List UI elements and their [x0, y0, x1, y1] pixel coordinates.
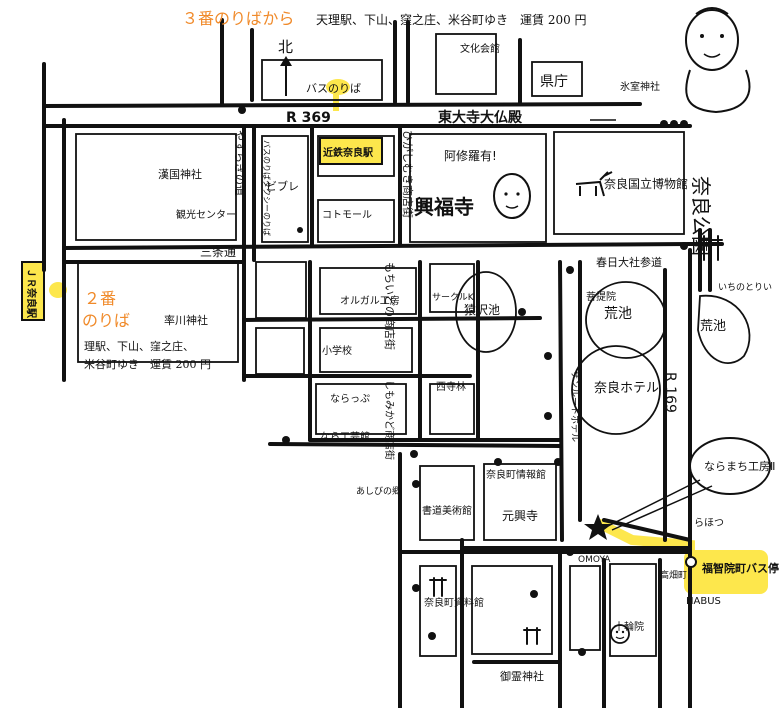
- torii-icons: [429, 235, 723, 645]
- stop2-destinations-line2: 米谷町ゆき 運賃 200 円: [84, 357, 211, 371]
- kotomall-label: コトモール: [322, 210, 372, 221]
- rahotsu-label: らほつ: [694, 517, 724, 529]
- naramachi-shiryo-label: 奈良町資料館: [424, 596, 484, 609]
- sanneido-label: サンルートホテル: [569, 370, 580, 442]
- bus-stop-top-label: バスのりば: [306, 82, 361, 95]
- gangoji-label: 元興寺: [502, 509, 538, 523]
- north-label: 北: [278, 38, 293, 56]
- yasuragi-label: やすらぎの道: [233, 130, 247, 196]
- smiling-face-icon: [610, 624, 630, 644]
- nara-hotel-ring: [571, 345, 661, 435]
- deer-icon: [575, 171, 613, 197]
- shodo-label: 書道美術館: [422, 504, 472, 517]
- sarusawa-pond: [455, 271, 517, 353]
- yasui-label: 率川神社: [164, 313, 208, 327]
- circle-k-label: サークルK: [432, 292, 475, 303]
- naramachi-koubou-callout: [607, 437, 771, 531]
- narakougei-label: なら工芸館: [320, 430, 370, 443]
- gakko-label: 小学校: [322, 344, 352, 357]
- ashura-label: 阿修羅有!: [444, 148, 497, 163]
- stop2-title-line2: のりば: [82, 311, 130, 330]
- jr-station-box: [21, 261, 45, 321]
- kosen-label: 高畑町: [660, 569, 687, 581]
- ara-pond-left: [585, 281, 667, 359]
- nara-park-label: 奈良公園: [689, 176, 713, 256]
- bunka-label: 文化会館: [460, 42, 500, 55]
- header-destinations: 天理駅、下山、窪之庄、米谷町ゆき 運賃 200 円: [316, 12, 587, 27]
- route-369-label: R 369: [286, 110, 331, 126]
- star-icon: [584, 514, 612, 540]
- ara-ike-label: 荒池: [604, 306, 632, 322]
- ara-ike-right-label: 荒池: [700, 319, 726, 334]
- habus-label: HABUS: [686, 596, 721, 607]
- fukuchiin-stop-label: 福智院町バス停: [701, 561, 779, 575]
- mochiidono-label: もちいどの商店街: [383, 262, 397, 350]
- bus-stop-pin-icon: [685, 556, 697, 582]
- higashimuki-label: ひがしむき商店街: [401, 130, 415, 218]
- ashura-face-icon: [493, 173, 531, 219]
- kankoku-label: 漢国神社: [158, 167, 202, 181]
- ichinotorii-label: いちのとりい: [718, 282, 772, 293]
- nara-hotel-label: 奈良ホテル: [594, 380, 659, 396]
- kintetsu-bus-label: バスのりばタクシーのりば: [262, 140, 271, 236]
- kenchou-label: 県庁: [540, 74, 568, 90]
- omoya-label: OMOYA: [578, 555, 611, 565]
- oshokudo-label: ならっぷ: [330, 393, 370, 405]
- juurin-label: 十輪院: [614, 620, 644, 633]
- sarusawa-label: 猿沢池: [464, 302, 500, 317]
- ara-pond-right: [697, 295, 751, 364]
- kasuga-label: 春日大社参道: [596, 255, 662, 269]
- naramachi-koubou-label: ならまち工房Ⅱ: [704, 460, 775, 473]
- bus-stop-top-stem: [333, 93, 339, 111]
- sanjo-label: 三条通: [200, 245, 236, 259]
- bus-stop-top-highlight: [326, 79, 350, 95]
- ponds: [455, 271, 751, 435]
- kintetsu-station-box: [319, 137, 383, 165]
- shimomikado-label: しもみかど商店街: [383, 380, 396, 460]
- markers: [238, 106, 688, 656]
- jr-station-label: ＪＲ奈良駅: [25, 268, 38, 319]
- todaiji-label: 東大寺大仏殿: [438, 109, 523, 126]
- kohfukuji-label: 興福寺: [414, 195, 474, 219]
- kanko-center-label: 観光センター: [176, 208, 236, 221]
- kofukuin-label: 菩提院: [586, 290, 616, 303]
- north-arrow-icon: [280, 56, 292, 96]
- naramachi-info-label: 奈良町情報館: [486, 468, 546, 481]
- header-title: ３番のりばから: [182, 9, 294, 28]
- stop2-title-line1: ２番: [84, 289, 116, 308]
- museum-label: 奈良国立博物館: [604, 176, 688, 191]
- hikami-label: 氷室神社: [620, 80, 660, 93]
- orgal-label: オルガル工房: [340, 294, 400, 307]
- stop2-destinations-line1: 理駅、下山、窪之庄、: [84, 339, 194, 353]
- fukuchiin-stop-highlight: [684, 550, 768, 594]
- ashibi-label: あしびの郷: [356, 486, 401, 497]
- bible-label: ビブレ: [266, 179, 299, 193]
- highlights: [21, 79, 768, 594]
- kintetsu-station-label: 近鉄奈良駅: [323, 146, 374, 159]
- route-169-label: R 169: [662, 372, 678, 413]
- buddha-face-icon: [685, 7, 751, 114]
- goryo-label: 御霊神社: [500, 669, 544, 683]
- nishideraban-label: 西寺林: [436, 380, 466, 393]
